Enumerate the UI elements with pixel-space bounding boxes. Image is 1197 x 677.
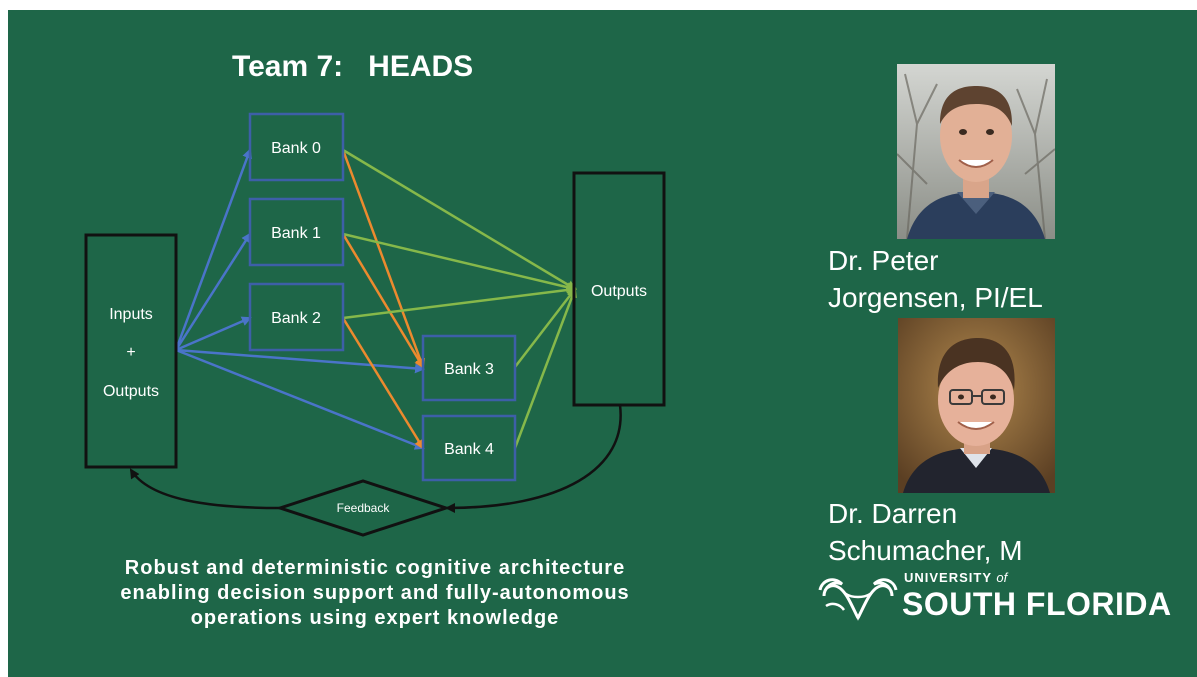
slide-title: Team 7: HEADS — [232, 50, 474, 83]
bank-4-label: Bank 4 — [444, 441, 494, 458]
bank-4-box — [421, 414, 517, 482]
input-arrows — [174, 148, 425, 450]
subtitle-line-3: operations using expert knowledge — [190, 607, 560, 629]
input-label-1: Inputs — [109, 306, 153, 323]
bank-2-box — [248, 282, 345, 352]
bank-1-box — [248, 197, 345, 267]
bank-2-label: Bank 2 — [271, 310, 321, 327]
feedback-path-left — [129, 468, 281, 510]
bank-to-bank-arrows — [341, 149, 425, 450]
slide-subtitle: Robust and deterministic cognitive archi… — [40, 556, 710, 631]
outputs-box — [572, 171, 666, 407]
feedback-diamond — [275, 479, 451, 537]
usf-logo: UNIVERSITY of SOUTH FLORIDA — [818, 566, 1171, 626]
output-arrows — [342, 148, 577, 449]
logo-university-text: UNIVERSITY of — [904, 570, 1008, 585]
bull-horns-icon — [818, 578, 898, 621]
person-2-name-line-1: Dr. Darren — [828, 498, 958, 529]
bank-3-box — [421, 334, 517, 402]
person-1-name-line-1: Dr. Peter — [828, 245, 939, 276]
feedback-label: Feedback — [337, 501, 391, 515]
portrait-photo-2 — [898, 318, 1055, 493]
person-1-name: Dr. Peter Jorgensen, PI/EL — [828, 242, 1043, 316]
person-2-name-line-2: Schumacher, M — [828, 535, 1023, 566]
input-label-3: Outputs — [103, 383, 159, 400]
portrait-photo-1 — [897, 64, 1055, 239]
logo-south-florida-text: SOUTH FLORIDA — [902, 586, 1172, 622]
bank-1-label: Bank 1 — [271, 225, 321, 242]
subtitle-line-1: Robust and deterministic cognitive archi… — [124, 557, 626, 579]
feedback-path-right — [445, 404, 622, 513]
person-2-name: Dr. Darren Schumacher, M — [828, 495, 1023, 569]
subtitle-line-2: enabling decision support and fully-auto… — [120, 582, 630, 604]
input-label-2: + — [126, 344, 135, 361]
person-1-name-line-2: Jorgensen, PI/EL — [828, 282, 1043, 313]
bank-3-label: Bank 3 — [444, 361, 494, 378]
bank-0-box — [248, 112, 345, 182]
bank-0-label: Bank 0 — [271, 140, 321, 157]
outputs-label: Outputs — [591, 283, 647, 300]
input-box — [84, 233, 178, 469]
